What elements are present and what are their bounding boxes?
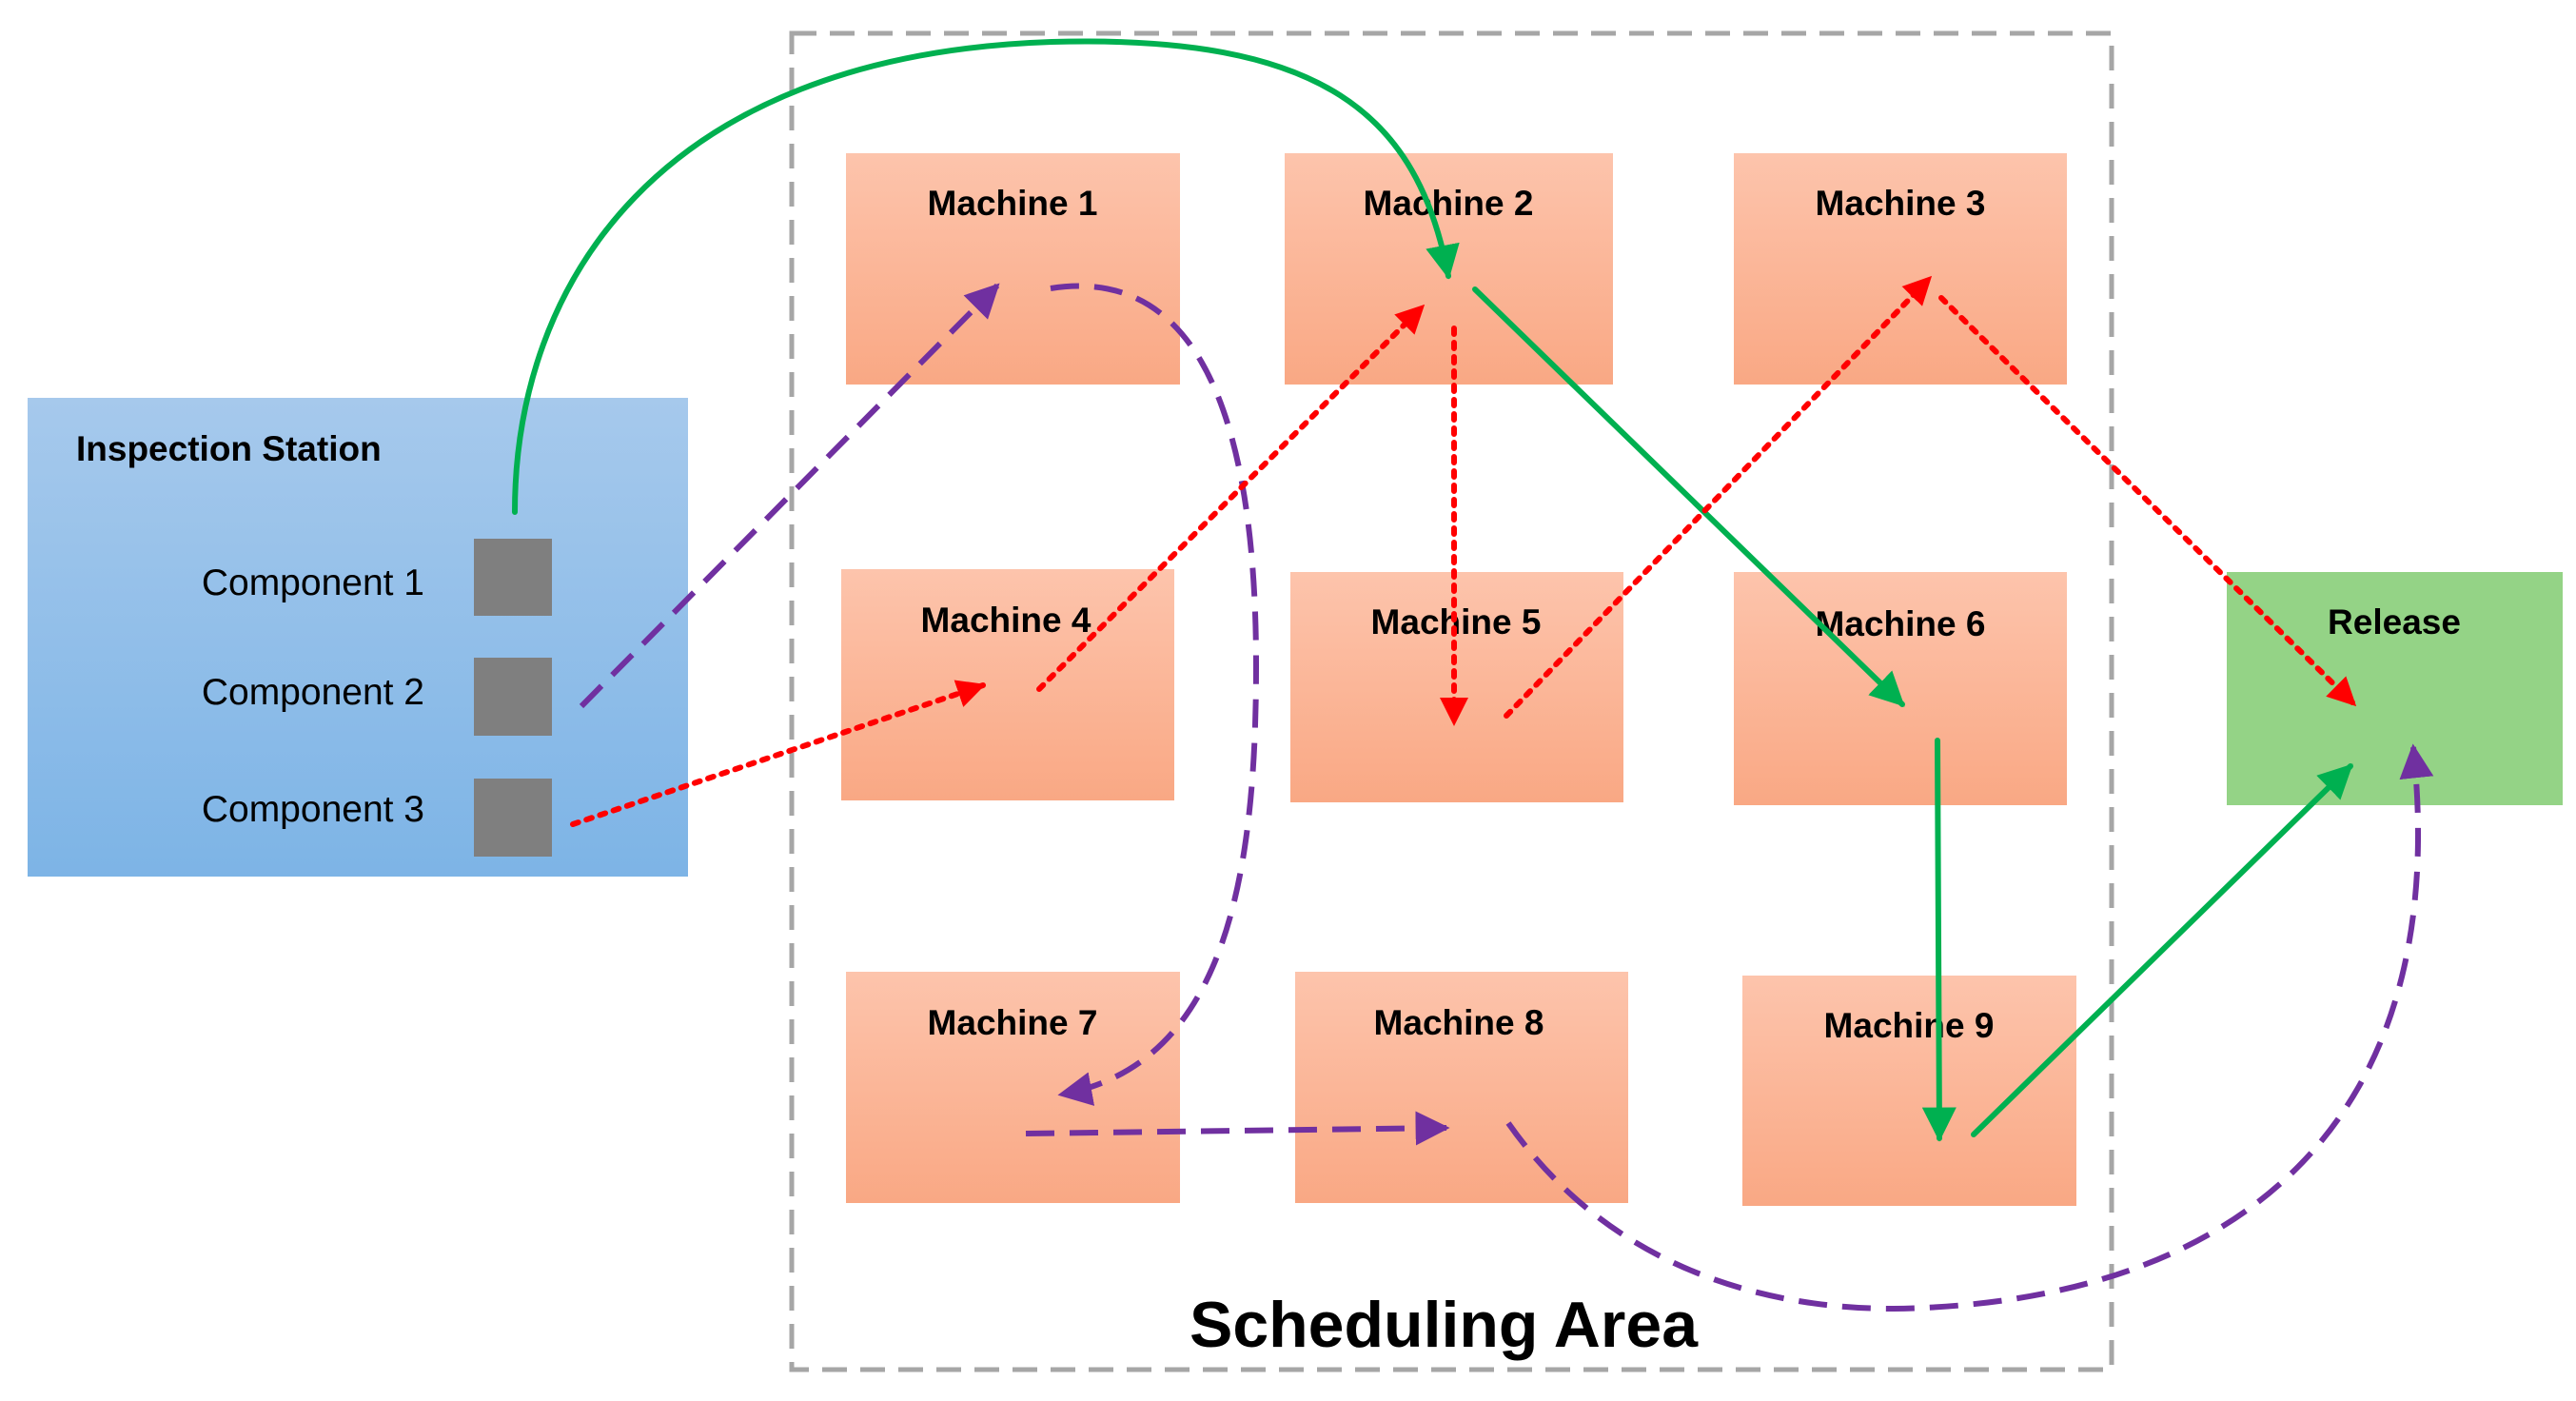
machine-3-box	[1734, 153, 2067, 385]
component-2-square	[474, 658, 552, 736]
scheduling-area-label: Scheduling Area	[1190, 1289, 1699, 1361]
machine-1-box	[846, 153, 1180, 385]
component-3-label: Component 3	[202, 789, 424, 830]
release-label: Release	[2328, 602, 2461, 641]
route-component-1	[512, 38, 2353, 1142]
machine-6-label: Machine 6	[1816, 604, 1986, 643]
component-3-square	[474, 779, 552, 857]
machine-9-label: Machine 9	[1824, 1006, 1995, 1045]
route-2-machine-7-to-machine-8	[1025, 1111, 1450, 1146]
machine-7-label: Machine 7	[928, 1003, 1098, 1042]
route-1-machine-2-to-machine-6	[1472, 286, 1905, 707]
inspection-station-box	[28, 398, 688, 877]
route-1-inspection-to-machine-2	[512, 38, 1460, 515]
machine-8-box	[1295, 972, 1628, 1203]
machine-1-label: Machine 1	[928, 184, 1098, 223]
machine-7: Machine 7	[846, 972, 1180, 1203]
release-box	[2227, 572, 2563, 805]
route-3-machine-4-to-machine-2	[1036, 304, 1426, 692]
route-3-machine-5-to-machine-3	[1504, 275, 1933, 719]
route-3-inspection-to-machine-4	[570, 680, 986, 827]
component-1-label: Component 1	[202, 562, 424, 603]
route-component-3	[570, 275, 2357, 827]
scheduling-area-border	[789, 30, 2114, 1372]
route-2-machine-8-to-release	[1505, 743, 2434, 1312]
route-1-machine-6-to-machine-9	[1921, 738, 1957, 1142]
route-component-2	[579, 283, 2434, 1312]
route-1-machine-9-to-release	[1971, 763, 2353, 1137]
release: Release	[2227, 572, 2563, 805]
route-3-machine-3-to-release	[1938, 295, 2357, 707]
machine-4: Machine 4	[841, 569, 1174, 800]
machine-9: Machine 9	[1742, 976, 2076, 1206]
machine-2-label: Machine 2	[1364, 184, 1534, 223]
component-2-label: Component 2	[202, 672, 424, 713]
machine-8: Machine 8	[1295, 972, 1628, 1203]
inspection-station: Inspection Station Component 1 Component…	[28, 398, 688, 877]
machine-1: Machine 1	[846, 153, 1180, 385]
component-1-square	[474, 539, 552, 616]
route-2-machine-1-to-machine-7	[1050, 283, 1260, 1106]
route-2-inspection-to-machine-1	[579, 283, 1000, 709]
machine-3: Machine 3	[1734, 153, 2067, 385]
machine-7-box	[846, 972, 1180, 1203]
inspection-station-title: Inspection Station	[76, 429, 382, 468]
machine-3-label: Machine 3	[1816, 184, 1986, 223]
machine-4-label: Machine 4	[921, 601, 1091, 640]
machine-8-label: Machine 8	[1374, 1003, 1544, 1042]
machine-6: Machine 6	[1734, 572, 2067, 805]
